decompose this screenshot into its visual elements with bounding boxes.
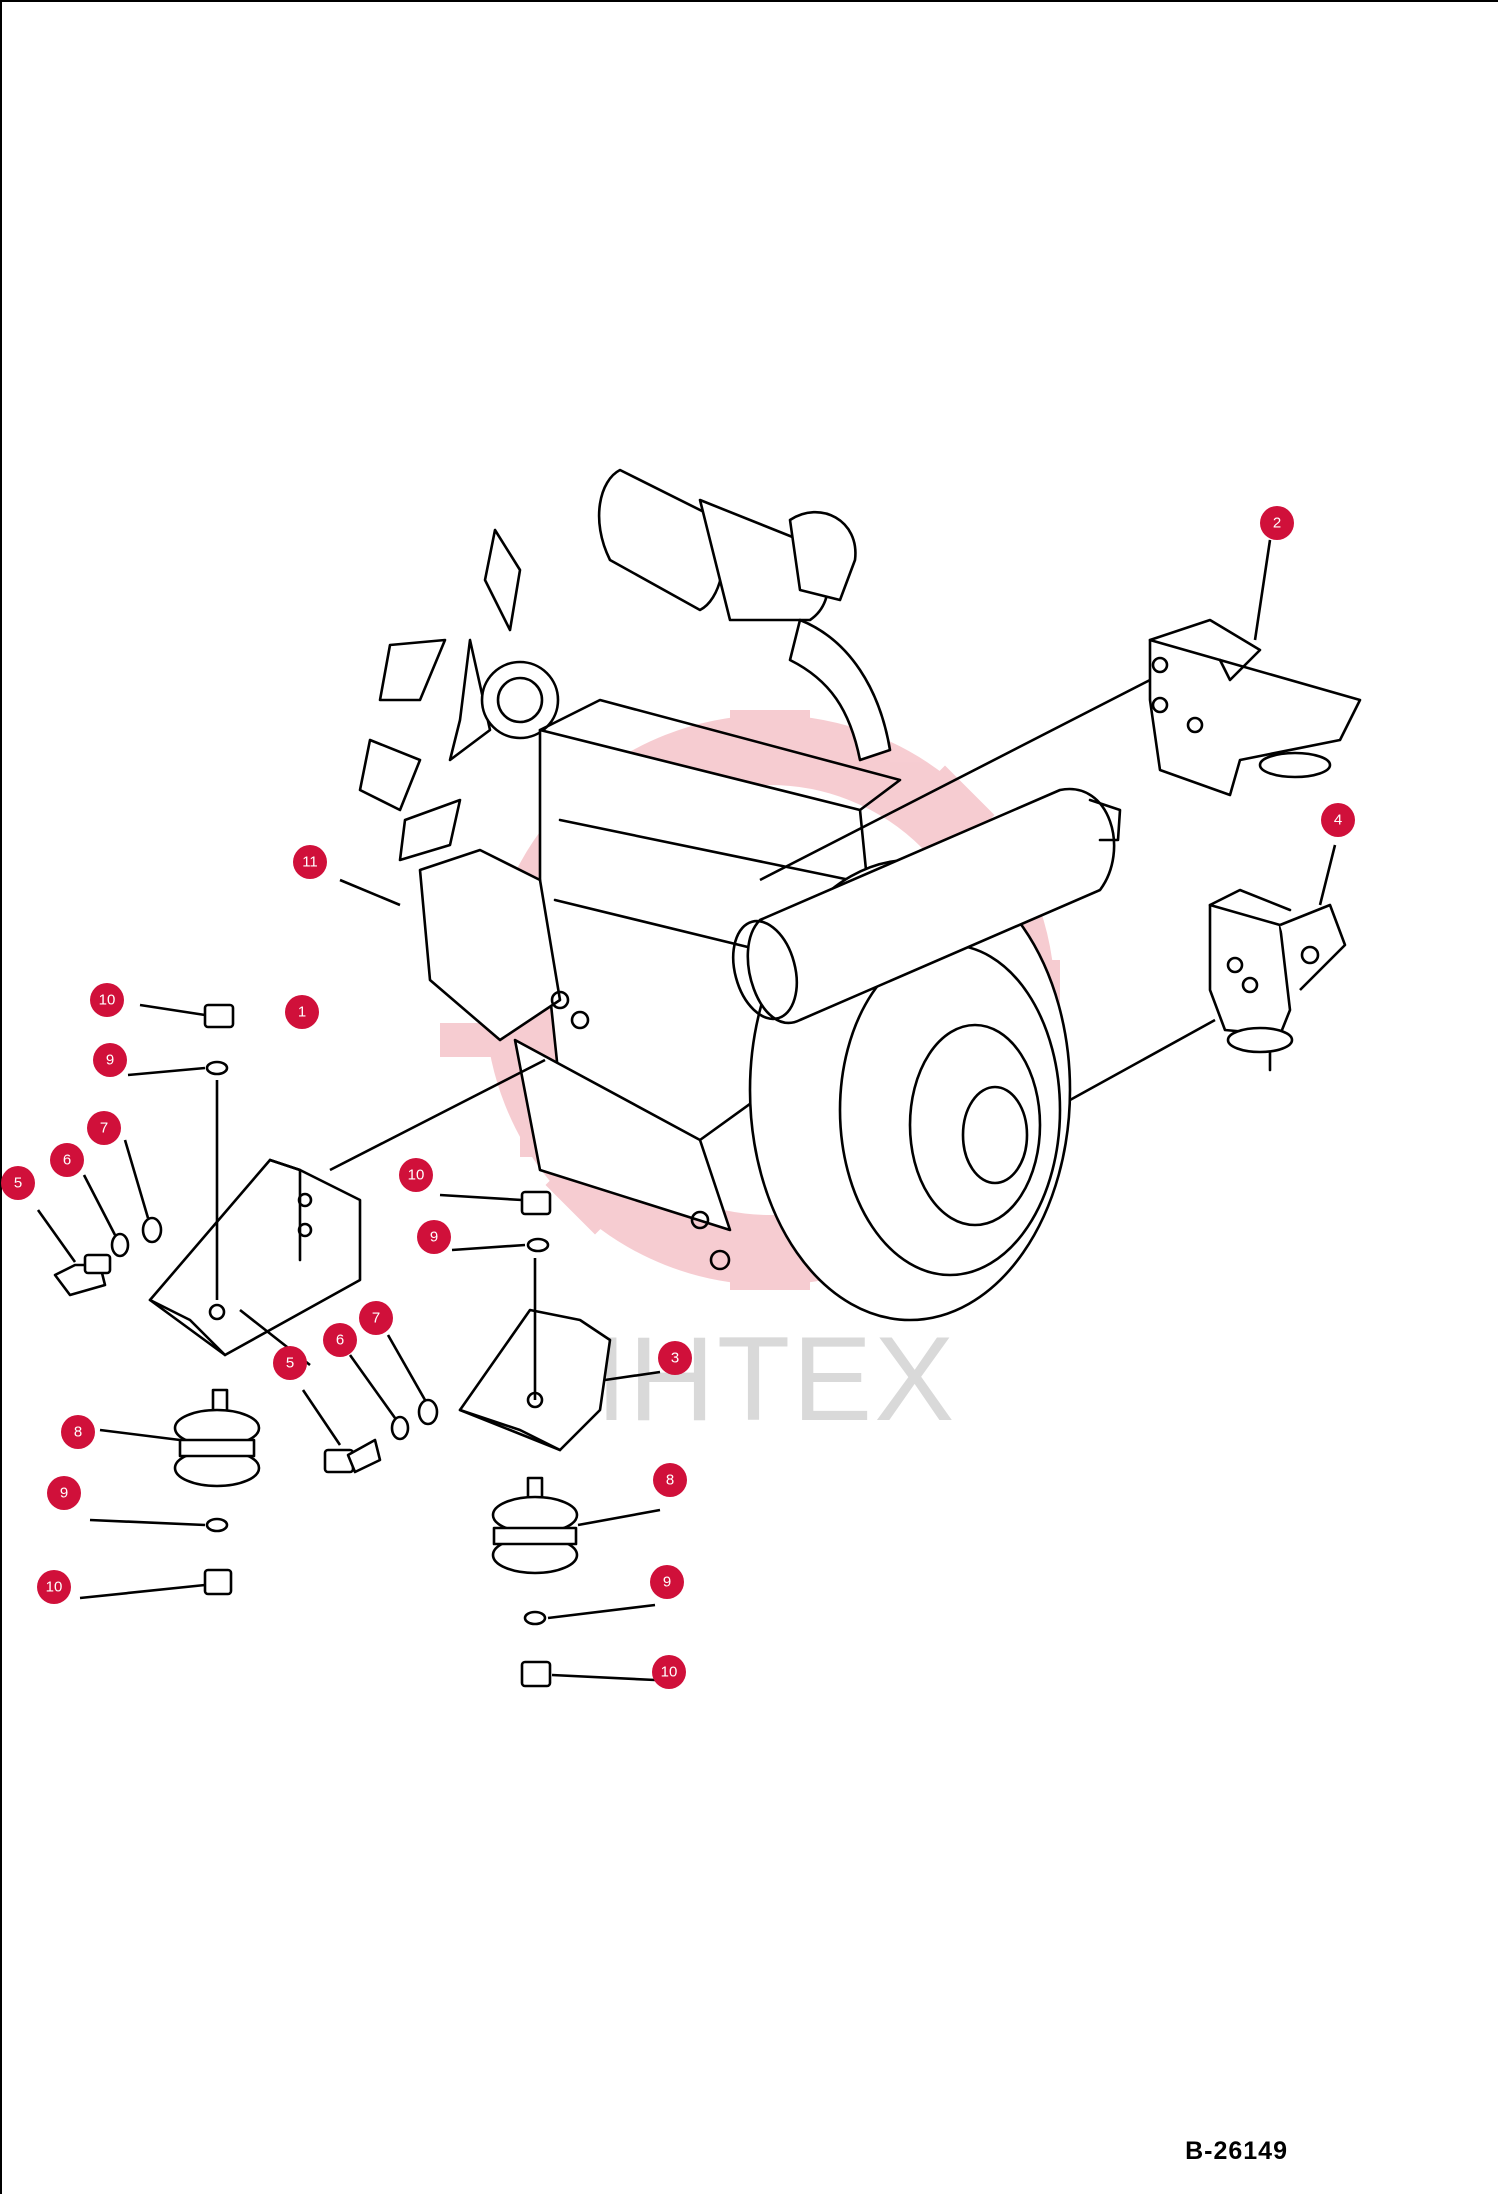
callout-label: 10 [46,1579,63,1596]
callout-bubble [50,1143,84,1177]
callout-c-7b: 7 [359,1301,393,1335]
callout-label: 4 [1334,812,1342,829]
callout-bubble [1321,803,1355,837]
callout-c-9d: 9 [650,1565,684,1599]
callout-label: 3 [671,1350,679,1367]
callout-bubble [93,1043,127,1077]
callout-label: 10 [408,1167,425,1184]
callout-label: 10 [661,1664,678,1681]
callout-bubble [323,1323,357,1357]
callout-label: 6 [63,1152,71,1169]
callout-label: 10 [99,992,116,1009]
callout-bubble [650,1565,684,1599]
callout-bubble [417,1220,451,1254]
callout-c-8b: 8 [653,1463,687,1497]
callout-label: 7 [372,1310,380,1327]
callout-bubble [293,845,327,879]
callout-c-5a: 5 [1,1166,35,1200]
callout-label: 5 [14,1175,22,1192]
callout-c-4: 4 [1321,803,1355,837]
callout-c-9a: 9 [93,1043,127,1077]
hardware-parts [36,539,1337,1688]
callout-c-3: 3 [658,1341,692,1375]
callout-label: 9 [106,1052,114,1069]
callout-c-10b: 10 [399,1158,433,1192]
callout-c-10d: 10 [652,1655,686,1689]
callout-c-9b: 9 [417,1220,451,1254]
callout-label: 8 [74,1424,82,1441]
callout-bubble [90,983,124,1017]
callout-label: 5 [286,1355,294,1372]
callout-c-8a: 8 [61,1415,95,1449]
callout-label: 6 [336,1332,344,1349]
callout-c-1: 1 [285,995,319,1029]
callout-bubble [658,1341,692,1375]
callout-bubble [1260,506,1294,540]
callout-label: 2 [1273,515,1281,532]
callout-label: 7 [100,1120,108,1137]
callout-bubble [652,1655,686,1689]
callout-bubble [47,1476,81,1510]
callout-label: 1 [298,1004,306,1021]
callout-c-5b: 5 [273,1346,307,1380]
callout-label: 11 [302,854,318,871]
callout-bubble [273,1346,307,1380]
callout-bubble [285,995,319,1029]
callout-bubble [37,1570,71,1604]
callout-bubble [87,1111,121,1145]
callout-label: 9 [430,1229,438,1246]
right-front-bracket [1069,888,1347,1102]
left-bracket [148,1058,546,1357]
callout-c-11: 11 [293,845,327,879]
callout-c-10a: 10 [90,983,124,1017]
callout-c-2: 2 [1260,506,1294,540]
right-rear-bracket [759,618,1362,882]
callout-bubble [653,1463,687,1497]
callout-bubble [1,1166,35,1200]
callout-bubble [359,1301,393,1335]
callout-bubble [61,1415,95,1449]
engine-assembly [358,468,1122,1322]
callout-label: 8 [666,1472,674,1489]
drawing-reference-code: B-26149 [1185,2137,1288,2165]
callout-c-6b: 6 [323,1323,357,1357]
callout-label: 9 [663,1574,671,1591]
callout-c-6a: 6 [50,1143,84,1177]
callout-label: 9 [60,1485,68,1502]
callout-c-9c: 9 [47,1476,81,1510]
callout-c-7a: 7 [87,1111,121,1145]
callout-c-10c: 10 [37,1570,71,1604]
callout-bubble [399,1158,433,1192]
